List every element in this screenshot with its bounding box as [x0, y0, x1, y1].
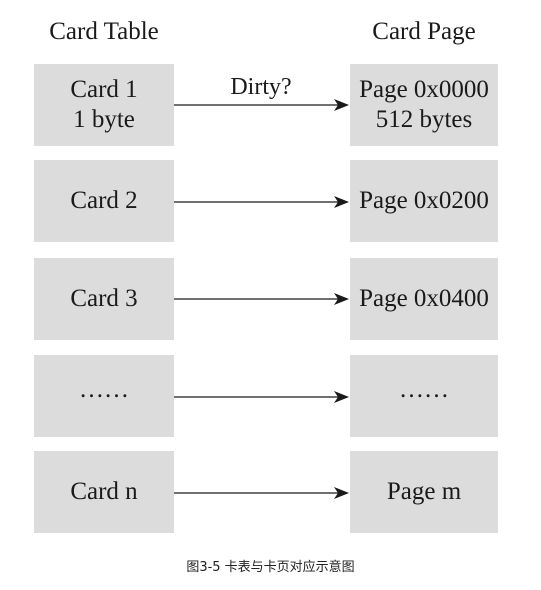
- page-box-2: Page 0x0200: [350, 160, 498, 242]
- page-label-3: Page 0x0400: [359, 285, 489, 312]
- dirty-label: Dirty?: [230, 74, 292, 100]
- page-box-m: Page m: [350, 451, 498, 533]
- arrowhead-row-5: [334, 487, 349, 499]
- card-box-1: Card 1 1 byte: [34, 64, 174, 146]
- card-page-title: Card Page: [372, 18, 476, 45]
- card-table-title: Card Table: [49, 18, 159, 45]
- page-label-2: Page 0x0200: [359, 187, 489, 214]
- page-box-ellipsis: ……: [350, 355, 498, 437]
- figure-caption: 图3-5 卡表与卡页对应示意图: [186, 560, 355, 575]
- card-label-1: Card 1: [70, 76, 138, 103]
- page-label-m: Page m: [386, 478, 462, 505]
- card-ellipsis: ……: [79, 376, 129, 403]
- page-box-1: Page 0x0000 512 bytes: [350, 64, 498, 146]
- page-ellipsis: ……: [399, 376, 449, 403]
- card-label-2: Card 2: [70, 187, 138, 214]
- card-box-ellipsis: ……: [34, 355, 174, 437]
- card-box-3: Card 3: [34, 258, 174, 340]
- card-label-n: Card n: [70, 478, 138, 505]
- card-size-label: 1 byte: [73, 106, 135, 133]
- page-box-3: Page 0x0400: [350, 258, 498, 340]
- card-box-2: Card 2: [34, 160, 174, 242]
- arrowhead-row-2: [334, 196, 349, 208]
- arrowhead-row-4: [334, 391, 349, 403]
- page-size-label: 512 bytes: [375, 106, 473, 133]
- card-label-3: Card 3: [70, 285, 138, 312]
- arrowhead-row-1: [334, 99, 349, 111]
- page-label-1: Page 0x0000: [359, 76, 489, 103]
- card-box-n: Card n: [34, 451, 174, 533]
- arrowhead-row-3: [334, 293, 349, 305]
